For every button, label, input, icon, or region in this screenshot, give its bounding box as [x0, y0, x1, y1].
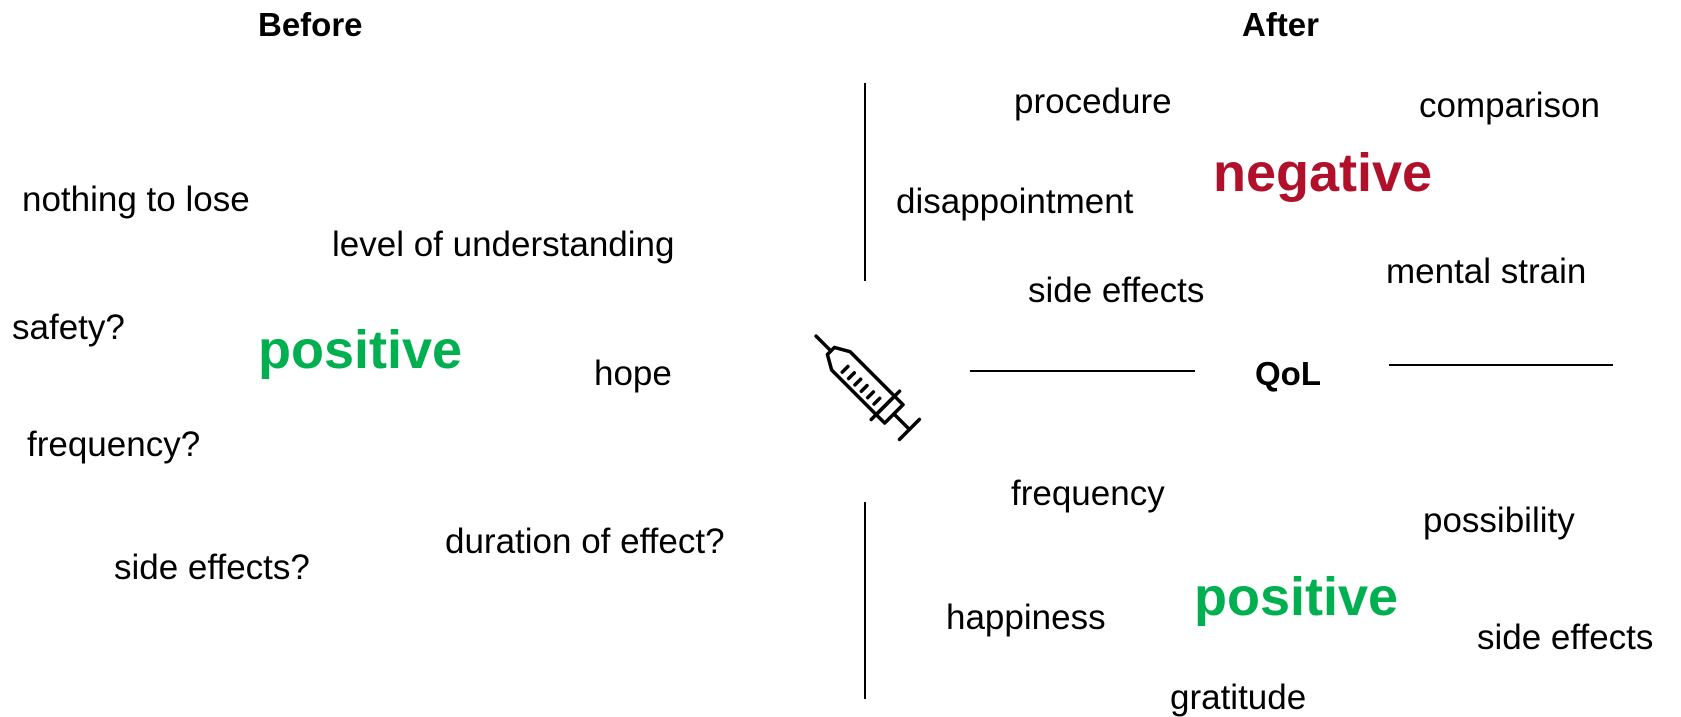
- word-level-of-understanding: level of understanding: [332, 225, 675, 264]
- word-disappointment: disappointment: [896, 182, 1134, 221]
- divider-vertical-bottom: [864, 502, 866, 699]
- word-mental-strain: mental strain: [1386, 252, 1587, 291]
- divider-vertical-top: [864, 83, 866, 281]
- word-comparison: comparison: [1419, 86, 1600, 125]
- word-side-effects-negative: side effects: [1028, 271, 1205, 310]
- word-gratitude: gratitude: [1170, 678, 1307, 717]
- divider-horizontal-right: [1389, 364, 1613, 366]
- divider-horizontal-left: [970, 370, 1195, 372]
- before-positive-label: positive: [258, 320, 463, 380]
- word-safety: safety?: [12, 308, 125, 347]
- word-possibility: possibility: [1423, 501, 1575, 540]
- word-side-effects-positive: side effects: [1477, 618, 1654, 657]
- before-heading: Before: [258, 6, 363, 43]
- after-positive-label: positive: [1194, 567, 1399, 627]
- word-side-effects-question: side effects?: [114, 548, 310, 587]
- word-hope: hope: [594, 354, 672, 393]
- word-procedure: procedure: [1014, 82, 1172, 121]
- after-negative-label: negative: [1213, 143, 1433, 203]
- syringe-icon: [814, 334, 922, 442]
- word-nothing-to-lose: nothing to lose: [22, 180, 250, 219]
- word-duration-of-effect: duration of effect?: [445, 522, 725, 561]
- word-frequency-question: frequency?: [27, 425, 201, 464]
- word-frequency: frequency: [1011, 474, 1165, 513]
- word-happiness: happiness: [946, 598, 1106, 637]
- qol-label: QoL: [1255, 355, 1321, 392]
- after-heading: After: [1242, 6, 1320, 43]
